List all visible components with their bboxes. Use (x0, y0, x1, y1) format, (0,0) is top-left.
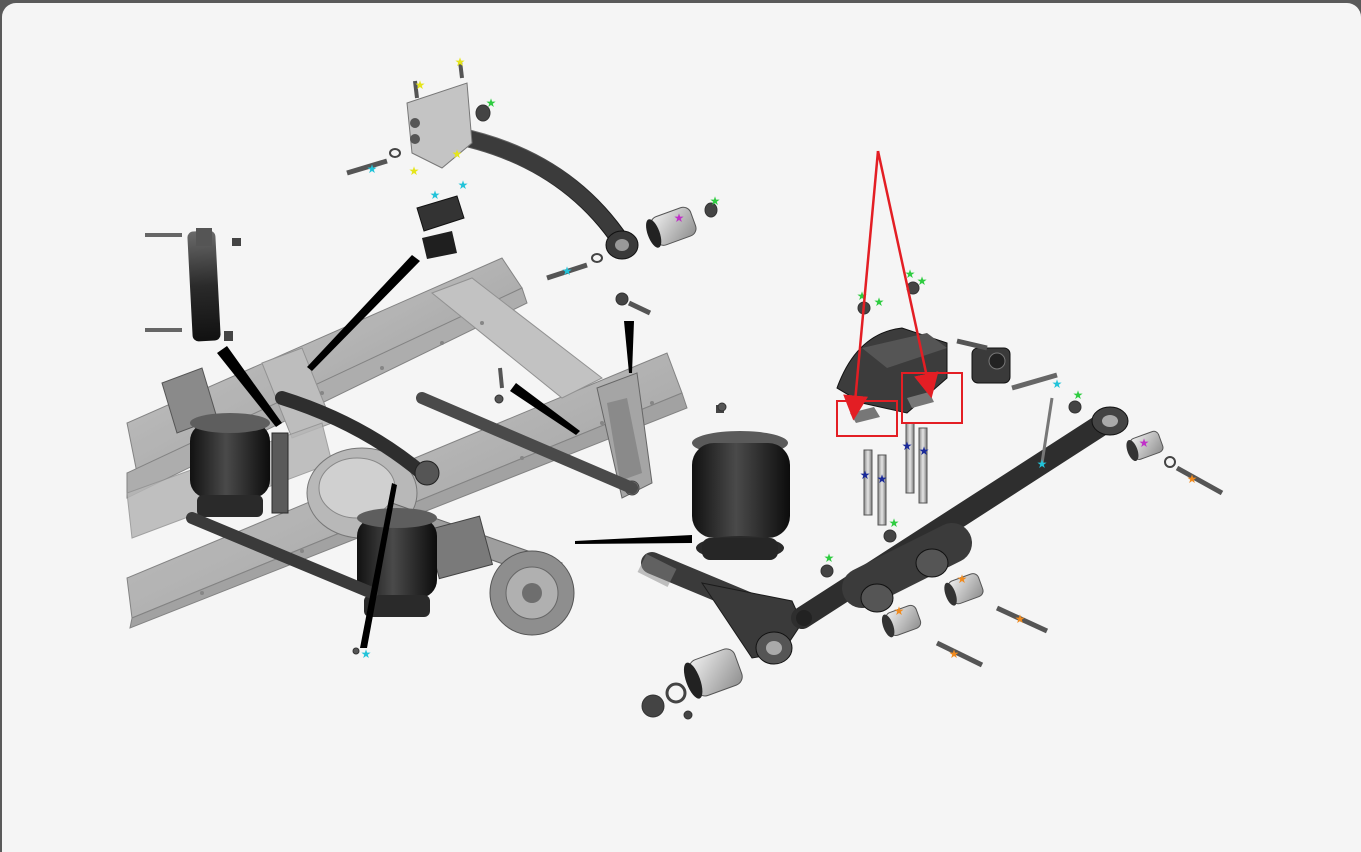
upper-torque-arm (433, 124, 639, 260)
air-spring-left (190, 413, 437, 617)
star-marker-icon: ★ (860, 468, 871, 482)
suspension-exploded-view: ★ ★ ★ ★ ★ ★ ★ ★ ★ ★ ★ ★ ★ ★ ★ ★ ★ ★ ★ ★ ★ ★ ★ ★ ★ ★ ★ ★ ★ ★ ★ (126, 55, 1224, 720)
star-marker-icon: ★ (415, 78, 426, 92)
star-marker-icon: ★ (957, 572, 968, 586)
shock-absorber (145, 228, 289, 514)
star-marker-icon: ★ (919, 444, 930, 458)
star-marker-icon: ★ (1037, 457, 1048, 471)
star-marker-icon: ★ (409, 164, 420, 178)
star-marker-icon: ★ (455, 55, 466, 69)
lower-trailing-arm (186, 391, 638, 599)
diagram-canvas: ★ ★ ★ ★ ★ ★ ★ ★ ★ ★ ★ ★ ★ ★ ★ ★ ★ ★ ★ ★ ★ ★ ★ ★ ★ ★ ★ ★ ★ ★ ★ (2, 3, 1361, 852)
leveling-valve (956, 338, 1058, 464)
star-marker-icon: ★ (1073, 388, 1084, 402)
star-marker-icon: ★ (674, 211, 685, 225)
equalizer-beam (791, 406, 1129, 629)
star-marker-icon: ★ (367, 162, 378, 176)
star-marker-icon: ★ (1187, 472, 1198, 486)
star-marker-icon: ★ (894, 604, 905, 618)
star-marker-icon: ★ (710, 194, 721, 208)
callout-box-right (901, 372, 963, 424)
star-marker-icon: ★ (486, 96, 497, 110)
bushings (646, 206, 1164, 699)
star-marker-icon: ★ (361, 647, 372, 661)
star-marker-icon: ★ (1139, 436, 1150, 450)
star-marker-icon: ★ (874, 295, 885, 309)
black-pointers (217, 255, 692, 648)
star-marker-icon: ★ (877, 472, 888, 486)
star-marker-icon: ★ (430, 188, 441, 202)
fasteners (346, 60, 1224, 720)
star-marker-icon: ★ (905, 267, 916, 281)
red-callouts (836, 150, 963, 437)
star-marker-icon: ★ (902, 439, 913, 453)
star-marker-icon: ★ (917, 274, 928, 288)
callout-box-left (836, 400, 898, 437)
air-spring-exploded (692, 405, 790, 560)
u-bolts (850, 392, 934, 526)
torque-arm-bracket (406, 82, 473, 259)
star-marker-icon: ★ (824, 551, 835, 565)
star-marker-icon: ★ (1052, 377, 1063, 391)
star-marker-icon: ★ (562, 264, 573, 278)
star-marker-icon: ★ (458, 178, 469, 192)
part-markers: ★ ★ ★ ★ ★ ★ ★ ★ ★ ★ ★ ★ ★ ★ ★ ★ ★ ★ ★ ★ ★ ★ ★ ★ ★ ★ ★ ★ ★ ★ ★ (361, 55, 1198, 661)
star-marker-icon: ★ (889, 516, 900, 530)
star-marker-icon: ★ (1015, 612, 1026, 626)
lower-trailing-arm (637, 552, 803, 665)
star-marker-icon: ★ (452, 147, 463, 161)
star-marker-icon: ★ (857, 289, 868, 303)
star-marker-icon: ★ (949, 647, 960, 661)
